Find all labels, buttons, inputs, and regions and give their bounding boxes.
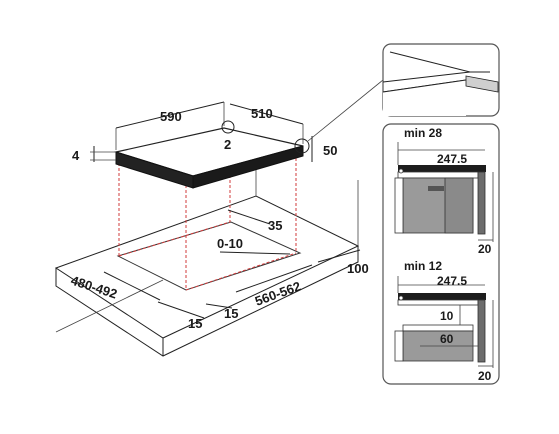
section-oven [394, 149, 494, 242]
detail-bottom-min: min 12 [404, 259, 442, 273]
detail-bottom-gap: 10 [440, 309, 454, 323]
projection-lines [118, 155, 297, 291]
dim-edge-right: 15 [224, 306, 238, 321]
detail-corner-panel [382, 43, 500, 117]
worktop [54, 168, 360, 357]
detail-section-panel: min 28 247.5 20 min 12 247.5 10 60 20 [382, 123, 500, 385]
hob [113, 127, 304, 189]
dim-edge-left: 15 [188, 316, 202, 331]
detail-bottom-shelf: 60 [440, 332, 454, 346]
detail-callouts [221, 79, 384, 154]
dimension-lines [90, 101, 361, 319]
detail-top-side: 20 [478, 242, 492, 256]
dim-gap: 0-10 [217, 236, 243, 251]
detail-top-min: min 28 [404, 126, 442, 140]
detail-top-depth: 247.5 [437, 152, 467, 166]
dim-wall-distance: 100 [347, 261, 369, 276]
dim-corner-radius: 2 [224, 137, 231, 152]
dim-thickness: 4 [72, 148, 80, 163]
dim-depth: 510 [251, 106, 273, 121]
detail-bottom-depth: 247.5 [437, 274, 467, 288]
detail-bottom-side: 20 [478, 369, 492, 383]
section-drawer [394, 284, 494, 368]
dim-height: 50 [323, 143, 337, 158]
dim-width: 590 [160, 109, 182, 124]
dim-cutout-side: 35 [268, 218, 282, 233]
